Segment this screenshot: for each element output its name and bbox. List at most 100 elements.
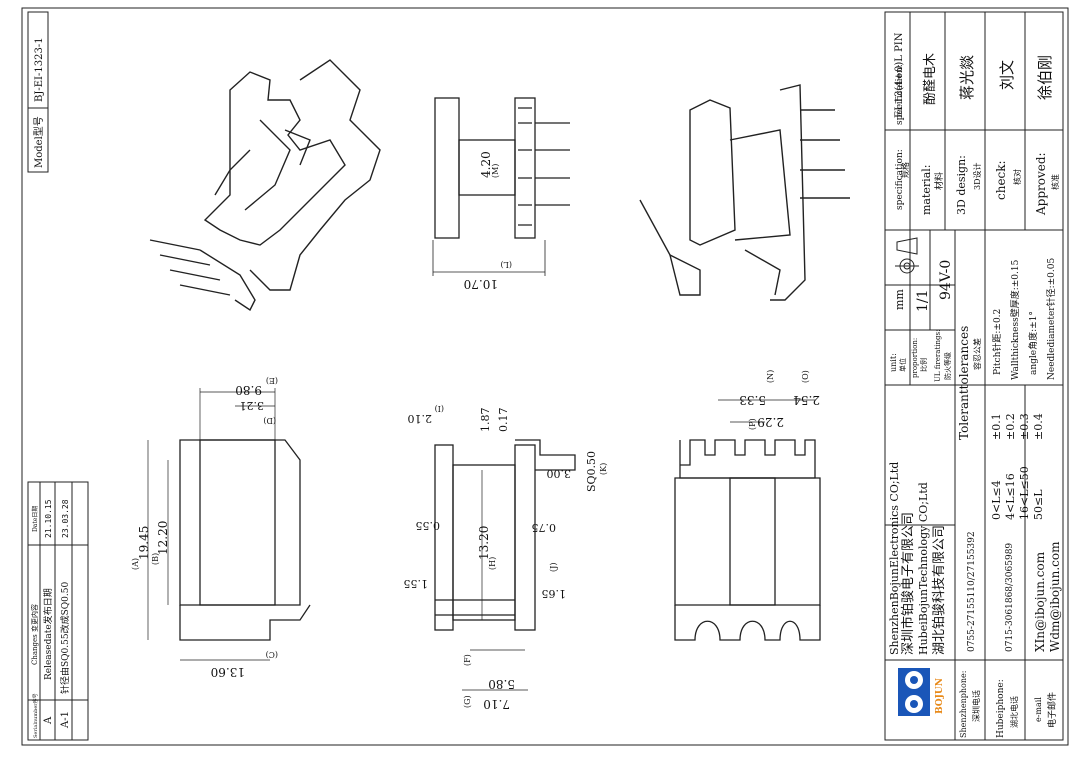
dim-side-h-letter: (H)	[488, 557, 497, 570]
company-name-en1: ShenzhenBojunElectronics CO;Ltd	[888, 462, 901, 655]
dim-side-c: 0.17	[497, 408, 510, 433]
tol-value-3: ±0.4	[1032, 413, 1045, 440]
dim-rear-b-letter: (O)	[801, 370, 810, 383]
tol-value-1: ±0.2	[1004, 413, 1017, 440]
email-label: e-mail	[1034, 697, 1043, 722]
sz-phone-label: Shenzhenphone:	[959, 671, 968, 738]
dim-front-h2-letter: (B)	[151, 553, 160, 565]
email-2: Wdm@ibojun.com	[1048, 541, 1062, 652]
dim-rear-b: 2.54	[793, 393, 820, 407]
hb-phone-label: Hubeiphone:	[996, 679, 1006, 738]
logo-text: BOJUN	[935, 678, 945, 714]
dim-front-h-letter: (A)	[131, 558, 140, 570]
side-view-top	[432, 97, 570, 276]
dim-side-j-letter: (J)	[549, 563, 558, 572]
dim-side-d: 3.00	[547, 467, 572, 480]
model-value: BJ-EI-1323-1	[34, 37, 45, 102]
dim-side-h: 13.20	[477, 526, 491, 560]
check-sub: 核对	[1012, 169, 1022, 185]
proportion-label: proportion:	[911, 338, 919, 378]
proportion-value: 1/1	[915, 289, 931, 312]
tol-extra-0: Pitch针距:±0.2	[991, 309, 1003, 375]
sz-phone-sub: 深圳电话	[971, 690, 981, 722]
dim-side-l: 7.10	[483, 697, 510, 711]
spec-label-en: specification:	[895, 149, 905, 210]
dim-side-d-letter: (K)	[599, 463, 608, 475]
approved-sub: 核准	[1050, 174, 1060, 190]
dim-side-i: 1.55	[404, 577, 429, 590]
dim-side-a-letter: (I)	[435, 404, 444, 413]
hb-phone: 0715-3061868/3065989	[1005, 543, 1015, 652]
company-name-cn1: 深圳市铂骏电子有限公司	[900, 512, 916, 655]
dim-side-f: 0.55	[416, 519, 441, 532]
rev-row1-date: 21.10.15	[44, 499, 53, 538]
dim-rear-c-letter: (P)	[748, 418, 757, 430]
rev-row2-date: 23.03.28	[61, 499, 70, 538]
approved-value: 徐伯刚	[1036, 55, 1054, 100]
tol-range-0: 0<L≤4	[990, 480, 1003, 520]
tol-title: Toleranttolerances	[957, 326, 971, 440]
dim-side-k-letter: (F)	[463, 654, 472, 666]
tol-range-2: 16<L≤50	[1018, 466, 1031, 520]
front-view	[147, 388, 311, 661]
dim-side-b: 1.87	[479, 408, 492, 433]
tol-value-2: ±0.3	[1018, 413, 1031, 440]
company-name-en2: HubeiBojunTechnology CO;Ltd	[917, 482, 930, 655]
title-block	[884, 11, 1064, 741]
tol-range-1: 4<L≤16	[1004, 473, 1017, 520]
unit-label: unit:	[889, 353, 898, 372]
unit-value: mm	[893, 289, 906, 310]
dim-side-k: 5.80	[488, 677, 515, 691]
rev-header-changes: Changes 变更内容	[30, 604, 39, 665]
dim-top-side-h-letter: (M)	[491, 164, 500, 178]
tol-range-3: 50≤L	[1032, 489, 1045, 520]
revision-table: Serialnumber序号 Changes 变更内容 Date日期 A Rel…	[27, 481, 89, 741]
sz-phone: 0755-27155110/27155392	[967, 531, 977, 652]
projection-symbol	[895, 237, 919, 274]
email-sub: 电子邮件	[1046, 692, 1058, 728]
dim-front-w2-letter: (D)	[263, 416, 276, 425]
rev-header-serial: Serialnumber序号	[32, 693, 39, 738]
fire-label: UL fireratings:	[934, 330, 942, 382]
company-name-cn2: 湖北铂骏科技有限公司	[931, 525, 947, 655]
dim-side-g: 0.75	[532, 521, 557, 534]
dim-front-h2: 12.20	[156, 521, 170, 555]
dim-front-h: 19.45	[137, 526, 151, 560]
spec-label: specification:	[895, 64, 905, 125]
approved-label: Approved:	[1034, 152, 1048, 216]
isometric-view-right	[639, 84, 850, 301]
side-view-bottom	[434, 439, 576, 691]
tol-extra-3: Needlediameter针径:±0.05	[1045, 258, 1057, 380]
dim-side-a: 2.10	[408, 412, 433, 425]
tol-extra-1: Wallthickness壁厚度:±0.15	[1009, 259, 1021, 380]
design-value: 蒋光燚	[958, 55, 976, 100]
drawing-border	[21, 7, 1069, 746]
dim-front-base-letter: (C)	[266, 650, 278, 659]
check-label: check:	[994, 160, 1008, 200]
dim-rear-c: 2.29	[757, 415, 784, 429]
tol-extra-2: angle角度:±1°	[1027, 311, 1039, 375]
material-sub: 材料	[933, 172, 945, 190]
rev-row1-serial: A	[43, 716, 54, 725]
rev-row1-change: Releasedate发布日期	[42, 588, 54, 680]
fire-value: 94V-0	[938, 260, 954, 300]
dim-front-w2: 3.21	[240, 399, 265, 412]
rev-row2-serial: A-1	[60, 711, 71, 729]
material-label: material:	[920, 165, 933, 215]
check-value: 刘文	[998, 60, 1016, 90]
dim-rear-a: 5.33	[739, 393, 766, 407]
spec-sub: 规格	[900, 162, 910, 178]
model-box: Model型号 BJ-EI-1323-1	[27, 11, 49, 173]
bojun-logo: BOJUN	[898, 668, 945, 716]
dim-front-w: 9.80	[235, 383, 262, 397]
tol-sub: 容忍公差	[972, 338, 982, 370]
dim-top-side-h: 4.20	[479, 151, 493, 178]
hb-phone-sub: 湖北电话	[1009, 696, 1019, 728]
design-sub: 3D设计	[972, 162, 982, 190]
proportion-sub: 比例	[919, 358, 928, 372]
tol-value-0: ±0.1	[990, 413, 1003, 440]
dim-top-side: 10.70	[464, 277, 498, 291]
fire-sub: 防火等级	[943, 352, 952, 380]
